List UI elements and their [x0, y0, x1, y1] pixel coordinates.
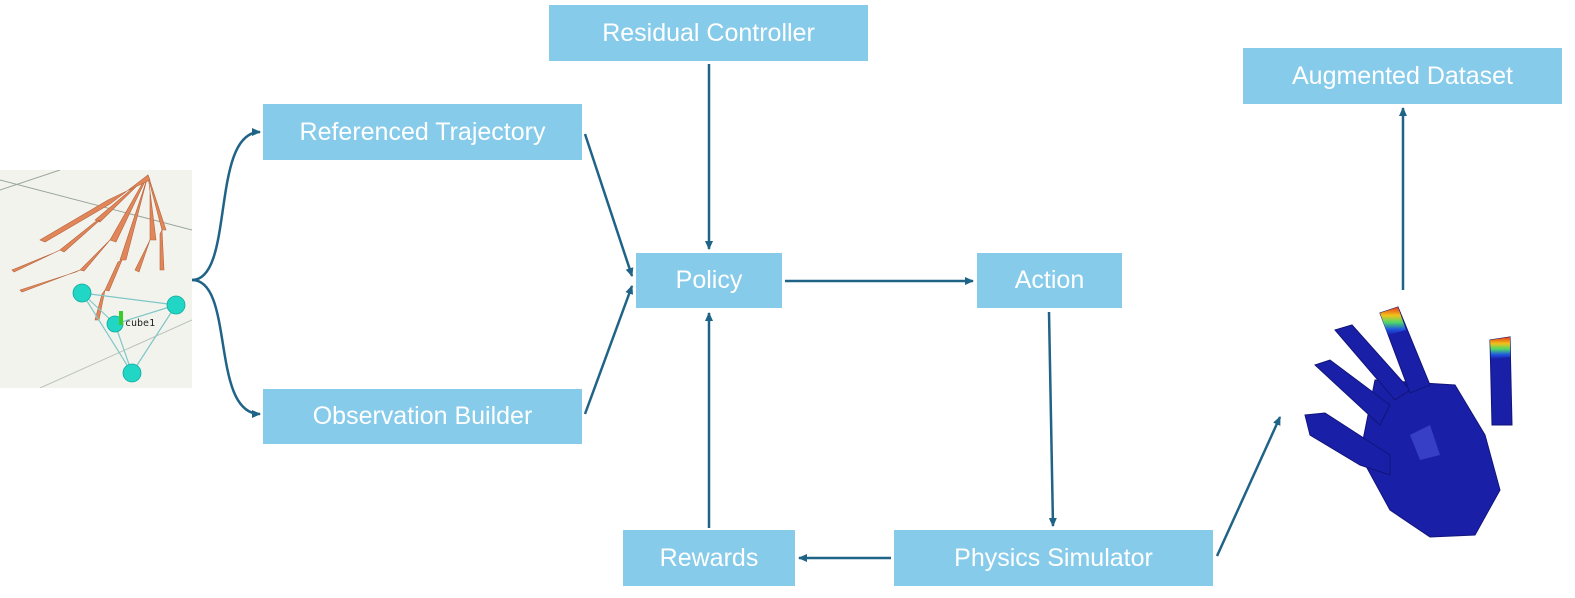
arrow-simulator-to-hand [1215, 416, 1282, 557]
action-node: Action [977, 253, 1122, 308]
arrow-trajectory-to-policy [583, 133, 634, 277]
action-label: Action [1014, 266, 1085, 294]
observation-builder-label: Observation Builder [312, 402, 533, 430]
observation-builder-node: Observation Builder [263, 389, 582, 444]
rewards-node: Rewards [623, 530, 795, 586]
cube-label: cube1 [125, 318, 155, 329]
arrow-render-to-observation [191, 278, 261, 418]
physics-simulator-label: Physics Simulator [954, 543, 1153, 572]
arrow-render-to-trajectory [191, 128, 261, 282]
contact-map-hand-image [1304, 306, 1513, 538]
residual-controller-node: Residual Controller [549, 5, 868, 61]
rewards-label: Rewards [659, 543, 759, 572]
retargeting-render-image: cube1 [0, 170, 192, 388]
augmented-dataset-node: Augmented Dataset [1243, 48, 1562, 104]
augmented-dataset-label: Augmented Dataset [1292, 61, 1513, 90]
referenced-trajectory-label: Referenced Trajectory [299, 117, 546, 146]
policy-node: Policy [636, 253, 782, 308]
residual-controller-label: Residual Controller [602, 18, 815, 47]
referenced-trajectory-node: Referenced Trajectory [263, 104, 582, 160]
arrow-action-to-simulator [1047, 311, 1057, 527]
arrow-observation-to-policy [583, 285, 634, 415]
physics-simulator-node: Physics Simulator [894, 530, 1213, 586]
policy-label: Policy [675, 266, 743, 294]
